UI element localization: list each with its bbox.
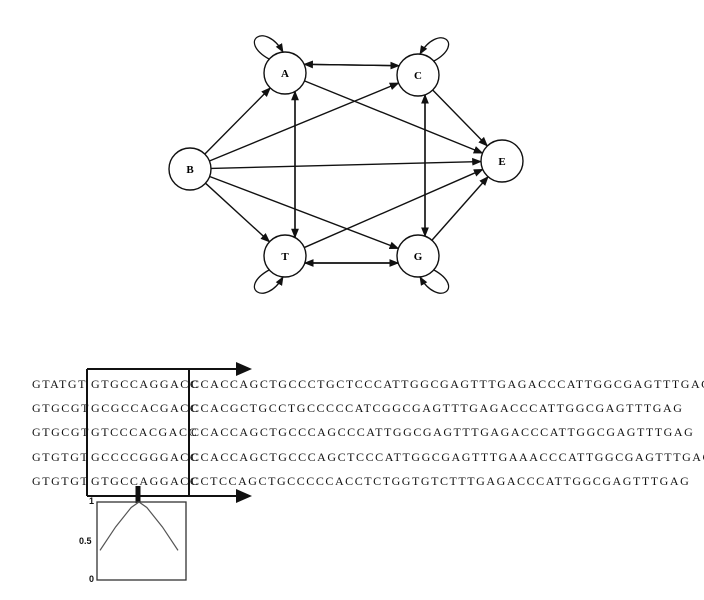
edge-A-to-E [304, 80, 484, 154]
sequence-suffix: CCTCCAGCTGCCCCCACCTCTGGTGTCTTTGAGACCCATT… [191, 474, 691, 488]
sequence-prefix: GTATGT [32, 377, 87, 391]
self-loop-A [253, 35, 284, 60]
y-tick-0: 0 [89, 574, 95, 584]
node-E: E [480, 139, 524, 183]
node-label: B [186, 164, 194, 176]
sequence-suffix: CCACCAGCTGCCCTGCTCCCATTGGCGAGTTTGAGACCCA… [191, 377, 704, 391]
self-loop-C [419, 37, 450, 62]
self-loop-G [419, 269, 450, 294]
sequence-window: GTGCCAGGACC [91, 377, 200, 391]
node-label: A [281, 68, 289, 80]
state-transition-graph: A C B E T G [168, 35, 524, 294]
sequence-suffix: CCACCAGCTGCCCAGCTCCCATTGGCGAGTTTGAAACCCA… [191, 450, 704, 464]
sequence-prefix: GTGCGT [32, 401, 90, 415]
edge-B-to-E [210, 157, 482, 170]
edge-B-to-A [204, 87, 271, 155]
inset-curve [99, 501, 179, 551]
node-T: T [263, 234, 307, 278]
edge-B-to-G [209, 175, 400, 250]
edge-B-to-T [205, 182, 271, 243]
sequence-suffix: CCACGCTGCCTGCCCCCATCGGCGAGTTTGAGACCCATTG… [191, 401, 684, 415]
node-G: G [396, 234, 440, 278]
sequence-window: GTGCCAGGACC [91, 474, 200, 488]
node-label: G [414, 251, 423, 263]
sequence-window: GCGCCACGACC [91, 401, 200, 415]
edge-B-to-C [209, 82, 400, 162]
sequence-prefix: GTGCGT [32, 425, 90, 439]
sliding-window-box [86, 362, 252, 503]
sequence-window: GCCCCGGGACC [91, 450, 200, 464]
y-tick-1: 1 [89, 496, 95, 506]
node-label: E [498, 156, 505, 168]
edge-C-to-E [432, 89, 489, 147]
sequence-window: GTCCCACGACC [91, 425, 199, 439]
node-B: B [168, 147, 212, 191]
node-label: T [281, 251, 289, 263]
sequence-prefix: GTGTGT [32, 474, 90, 488]
node-A: A [263, 51, 307, 95]
self-loop-T [253, 269, 284, 294]
y-tick-0-5: 0.5 [79, 536, 92, 546]
node-label: C [414, 70, 422, 82]
edge-T-to-E [303, 168, 484, 249]
sequence-suffix: CCACCAGCTGCCCAGCCCATTGGCGAGTTTGAGACCCATT… [191, 425, 695, 439]
edge-G-to-E [431, 175, 489, 241]
node-C: C [396, 53, 440, 97]
edge-C-to-A [303, 60, 400, 69]
sequence-prefix: GTGTGT [32, 450, 90, 464]
top-arrowhead-icon [236, 362, 252, 376]
bottom-arrowhead-icon [236, 489, 252, 503]
inset-plot [96, 501, 187, 581]
